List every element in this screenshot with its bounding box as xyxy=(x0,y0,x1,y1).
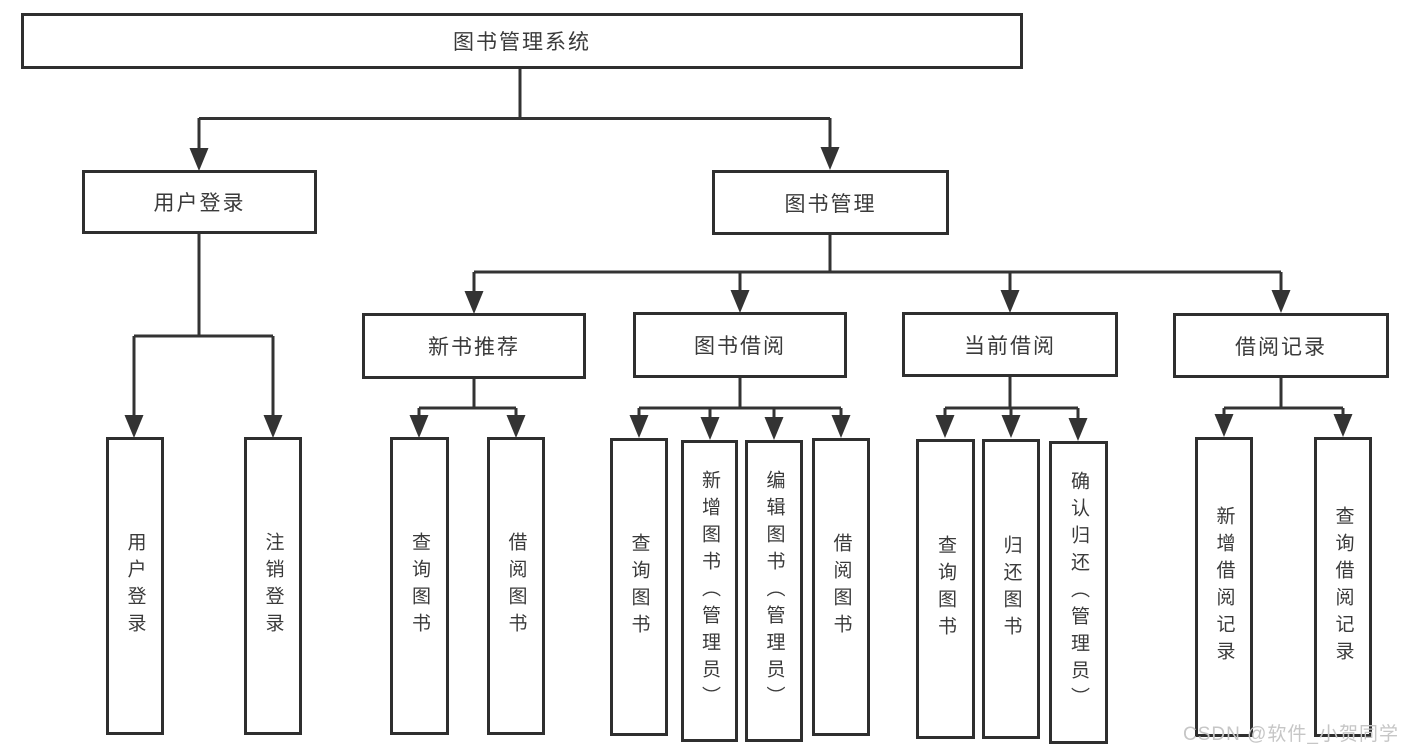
leaf-add-book-admin: 新增图书（管理员） xyxy=(681,440,738,742)
leaf-query-books-borrowing-label: 查询图书 xyxy=(628,533,650,641)
node-new-book-recommend-label: 新书推荐 xyxy=(428,336,520,359)
leaf-edit-book-admin-label: 编辑图书（管理员） xyxy=(763,469,785,713)
leaf-confirm-return-admin: 确认归还（管理员） xyxy=(1049,441,1108,744)
leaf-borrow-books-borrowing: 借阅图书 xyxy=(812,438,870,736)
leaf-query-borrow-record: 查询借阅记录 xyxy=(1314,437,1372,737)
leaf-add-borrow-record-label: 新增借阅记录 xyxy=(1213,506,1235,668)
leaf-user-login: 用户登录 xyxy=(106,437,164,735)
node-user-login: 用户登录 xyxy=(82,170,317,234)
leaf-borrow-books-recommend: 借阅图书 xyxy=(487,437,545,735)
leaf-user-login-label: 用户登录 xyxy=(124,532,146,640)
leaf-query-books-borrowing: 查询图书 xyxy=(610,438,668,736)
node-user-login-label: 用户登录 xyxy=(153,192,246,215)
leaf-query-books-current: 查询图书 xyxy=(916,439,975,739)
node-root-label: 图书管理系统 xyxy=(453,31,591,54)
leaf-add-borrow-record: 新增借阅记录 xyxy=(1195,437,1253,737)
leaf-logout-label: 注销登录 xyxy=(262,532,284,640)
leaf-return-books-label: 归还图书 xyxy=(1000,535,1022,643)
leaf-query-books-current-label: 查询图书 xyxy=(935,535,956,643)
leaf-query-books-recommend-label: 查询图书 xyxy=(409,532,430,640)
node-book-management: 图书管理 xyxy=(712,170,949,235)
node-root-library-system: 图书管理系统 xyxy=(21,13,1023,69)
leaf-query-borrow-record-label: 查询借阅记录 xyxy=(1332,506,1354,668)
node-borrow-records: 借阅记录 xyxy=(1173,313,1389,378)
leaf-query-books-recommend: 查询图书 xyxy=(390,437,449,735)
leaf-edit-book-admin: 编辑图书（管理员） xyxy=(745,440,803,742)
node-book-management-label: 图书管理 xyxy=(784,192,877,216)
leaf-return-books: 归还图书 xyxy=(982,439,1040,739)
csdn-watermark: CSDN @软件_小贺同学 xyxy=(1183,724,1399,745)
node-new-book-recommend: 新书推荐 xyxy=(362,313,586,379)
leaf-borrow-books-recommend-label: 借阅图书 xyxy=(505,532,527,640)
leaf-add-book-admin-label: 新增图书（管理员） xyxy=(699,469,720,713)
leaf-confirm-return-admin-label: 确认归还（管理员） xyxy=(1068,471,1089,714)
node-book-borrowing-label: 图书借阅 xyxy=(694,335,786,358)
leaf-borrow-books-borrowing-label: 借阅图书 xyxy=(830,533,852,641)
leaf-logout: 注销登录 xyxy=(244,437,302,735)
node-current-borrow-label: 当前借阅 xyxy=(964,334,1056,358)
node-current-borrow: 当前借阅 xyxy=(902,312,1118,377)
node-borrow-records-label: 借阅记录 xyxy=(1235,335,1327,359)
node-book-borrowing: 图书借阅 xyxy=(633,312,847,378)
